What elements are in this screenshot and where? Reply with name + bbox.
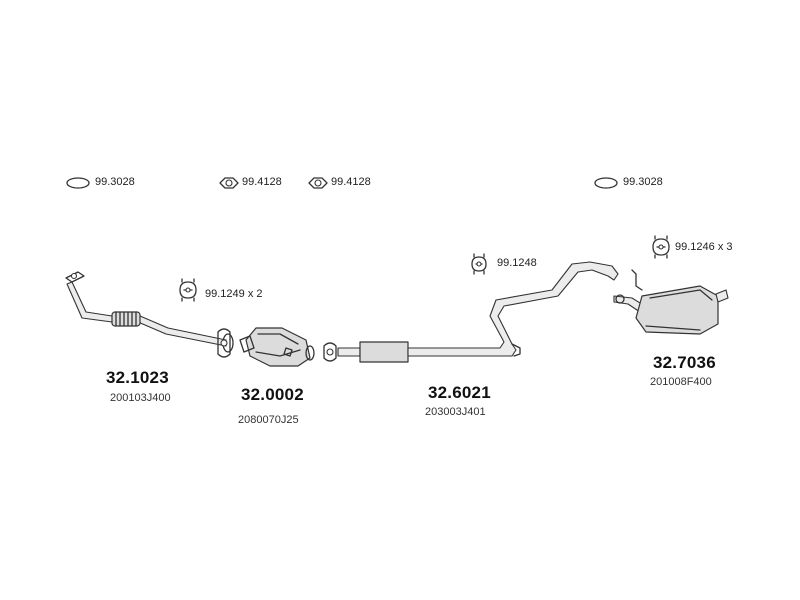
accessory-code: 99.4128 [331, 176, 371, 188]
middle-silencer-pipe-icon [323, 261, 619, 363]
accessory-code: 99.1246 x 3 [675, 241, 733, 253]
ring-gasket-icon [594, 177, 618, 189]
donut-gasket-icon [219, 177, 239, 189]
flange-icon [217, 328, 231, 358]
part-number: 32.0002 [241, 385, 304, 404]
catalytic-converter-icon [239, 327, 315, 367]
part-code: 200103J400 [110, 392, 171, 404]
part-number: 32.1023 [106, 368, 169, 387]
accessory-code: 99.3028 [95, 176, 135, 188]
part-number: 32.7036 [653, 353, 716, 372]
rubber-hanger-icon [179, 278, 197, 302]
accessory-code: 99.4128 [242, 176, 282, 188]
accessory-code: 99.1249 x 2 [205, 288, 263, 300]
rubber-hanger-icon [652, 235, 670, 259]
donut-gasket-icon [308, 177, 328, 189]
part-code: 203003J401 [425, 406, 486, 418]
part-code: 2080070J25 [238, 414, 299, 426]
rubber-hanger-icon [471, 253, 487, 275]
part-code: 201008F400 [650, 376, 712, 388]
accessory-code: 99.3028 [623, 176, 663, 188]
accessory-code: 99.1248 [497, 257, 537, 269]
rear-silencer-icon [613, 269, 729, 335]
part-number: 32.6021 [428, 383, 491, 402]
ring-gasket-icon [66, 177, 90, 189]
front-pipe-icon [65, 271, 234, 353]
